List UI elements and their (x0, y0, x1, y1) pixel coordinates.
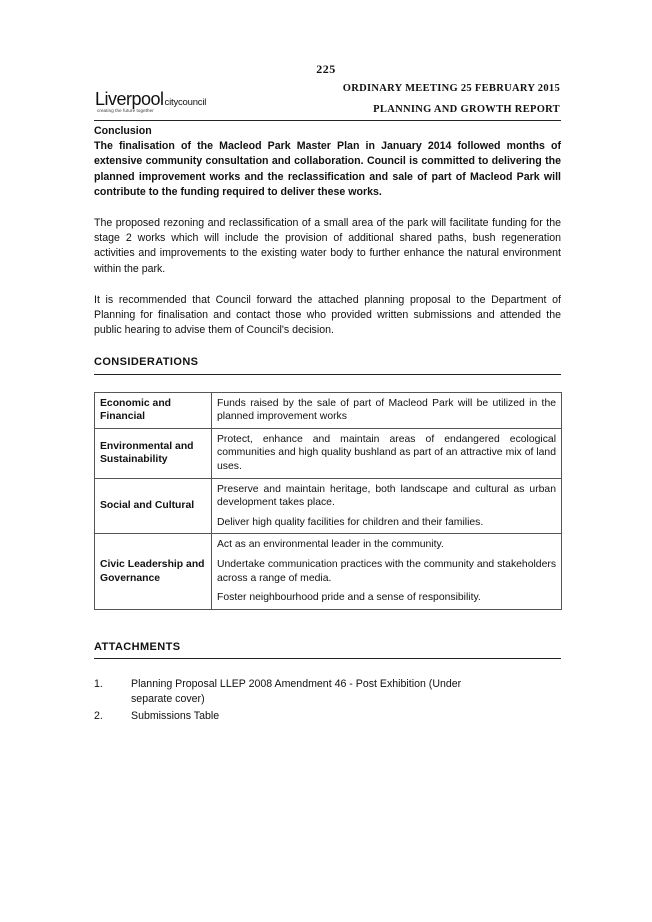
row-label: Civic Leadership and Governance (94, 533, 212, 610)
conclusion-paragraph: The finalisation of the Macleod Park Mas… (94, 140, 561, 198)
considerations-heading: CONSIDERATIONS (94, 355, 561, 375)
row-detail-item: Preserve and maintain heritage, both lan… (217, 483, 556, 509)
table-row: Civic Leadership and Governance Act as a… (94, 533, 562, 610)
row-detail-item: Undertake communication practices with t… (217, 558, 557, 584)
attachment-number: 1. (94, 677, 103, 690)
row-detail: Protect, enhance and maintain areas of e… (211, 427, 562, 479)
row-detail: Act as an environmental leader in the co… (211, 533, 562, 610)
attachments-heading: ATTACHMENTS (94, 640, 561, 659)
logo-tagline: creating the future together (97, 108, 154, 113)
list-item: 2. Submissions Table (94, 709, 561, 724)
row-label: Economic and Financial (94, 391, 212, 429)
attachment-title: Planning Proposal LLEP 2008 Amendment 46… (131, 677, 462, 706)
considerations-table: Economic and Financial Funds raised by t… (94, 391, 562, 610)
row-label: Social and Cultural (94, 477, 212, 535)
table-row: Social and Cultural Preserve and maintai… (94, 477, 562, 535)
table-row: Economic and Financial Funds raised by t… (94, 391, 562, 429)
council-logo: Liverpool citycouncil creating the futur… (95, 89, 230, 121)
row-detail-item: Protect, enhance and maintain areas of e… (217, 433, 556, 473)
page-number: 225 (316, 62, 336, 76)
logo-word: Liverpool (95, 89, 164, 109)
list-item: 1. Planning Proposal LLEP 2008 Amendment… (94, 677, 561, 707)
report-body: Conclusion The finalisation of the Macle… (94, 124, 562, 727)
meeting-title: ORDINARY MEETING 25 FEBRUARY 2015 (342, 83, 560, 94)
report-title: PLANNING AND GROWTH REPORT (373, 104, 560, 115)
logo-sub: citycouncil (164, 97, 207, 108)
row-detail-item: Foster neighbourhood pride and a sense o… (217, 592, 481, 604)
header-divider (94, 120, 561, 121)
row-detail-item: Funds raised by the sale of part of Macl… (217, 397, 556, 423)
row-detail-item: Act as an environmental leader in the co… (217, 539, 444, 551)
table-row: Environmental and Sustainability Protect… (94, 427, 562, 479)
row-label: Environmental and Sustainability (94, 427, 212, 479)
row-detail: Funds raised by the sale of part of Macl… (211, 391, 562, 429)
row-detail: Preserve and maintain heritage, both lan… (211, 477, 562, 535)
conclusion-heading: Conclusion (94, 125, 152, 137)
attachment-number: 2. (94, 710, 103, 723)
attachment-title: Submissions Table (131, 710, 220, 723)
conclusion-paragraph: It is recommended that Council forward t… (94, 293, 561, 337)
conclusion-paragraph: The proposed rezoning and reclassificati… (94, 217, 561, 275)
attachments-list: 1. Planning Proposal LLEP 2008 Amendment… (94, 677, 561, 725)
row-detail-item: Deliver high quality facilities for chil… (217, 516, 484, 528)
logo-wordmark: Liverpool citycouncil (95, 89, 230, 110)
